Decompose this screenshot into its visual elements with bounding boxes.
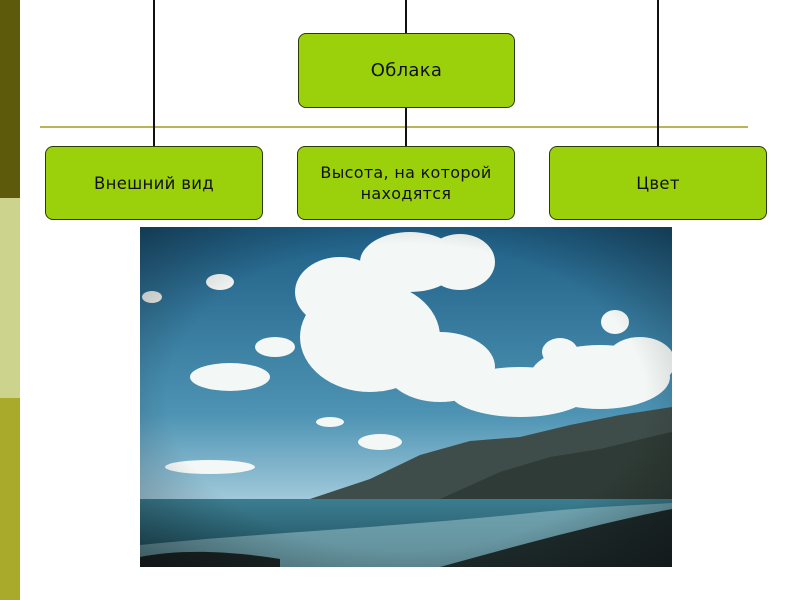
node-altitude[interactable]: Высота, на которой находятся <box>297 146 515 220</box>
node-root-label: Облака <box>371 60 443 81</box>
node-appearance-label: Внешний вид <box>94 173 214 194</box>
clouds-photo <box>140 227 672 567</box>
node-altitude-label: Высота, на которой находятся <box>298 162 514 204</box>
node-color[interactable]: Цвет <box>549 146 767 220</box>
side-band-mid <box>0 398 20 600</box>
node-color-label: Цвет <box>636 173 680 194</box>
node-root[interactable]: Облака <box>298 33 515 108</box>
node-appearance[interactable]: Внешний вид <box>45 146 263 220</box>
